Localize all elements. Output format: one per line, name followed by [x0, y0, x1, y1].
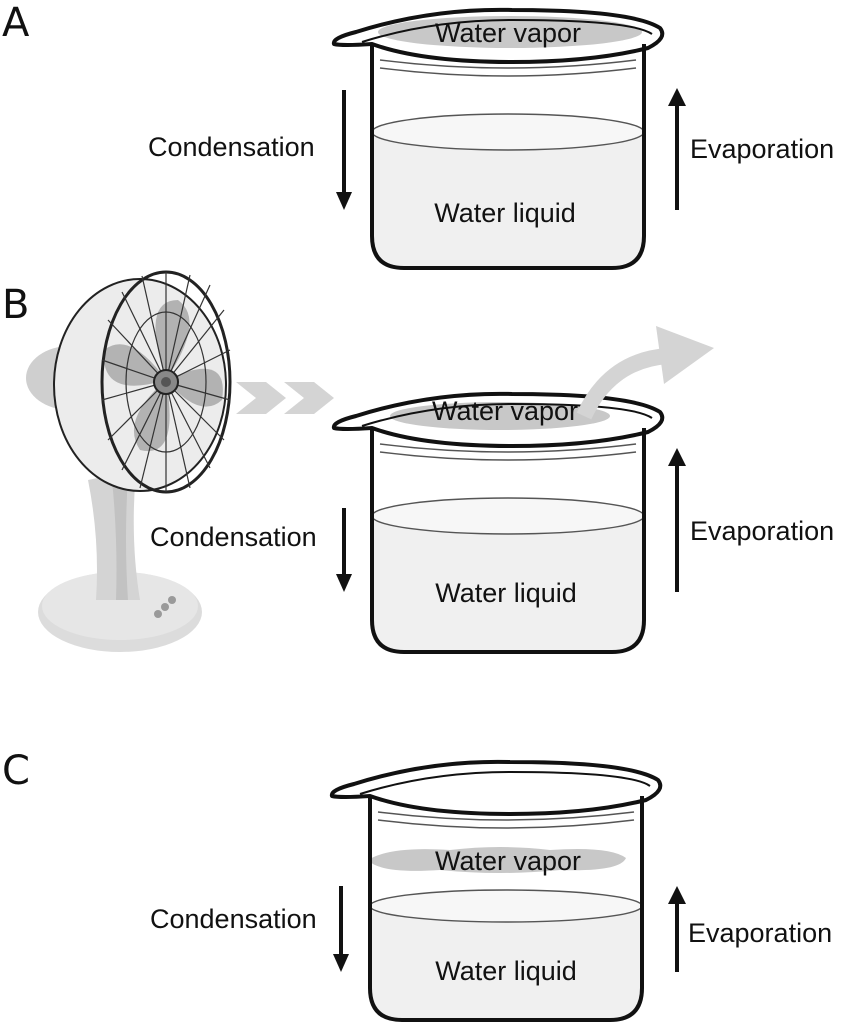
- water-liquid-a: [372, 118, 644, 266]
- condensation-arrow-a: [336, 90, 352, 210]
- condensation-label-a: Condensation: [148, 132, 315, 162]
- water-liquid-c: [370, 890, 642, 1018]
- condensation-arrow-c: [333, 886, 349, 972]
- airflow-chevrons: [236, 382, 334, 414]
- electric-fan-icon: [26, 270, 232, 652]
- condensation-label-b: Condensation: [150, 522, 317, 552]
- liquid-label-a: Water liquid: [434, 198, 576, 228]
- water-vapor-cloud-c: [368, 847, 626, 873]
- vapor-label-b: Water vapor: [432, 396, 578, 426]
- evaporation-label-a: Evaporation: [690, 134, 834, 164]
- evaporation-arrow-c: [668, 886, 686, 972]
- vapor-escape-arrow: [576, 326, 714, 420]
- panel-letter-b: B: [2, 282, 29, 328]
- fan-button-icon: [154, 610, 162, 618]
- panel-letter-a: A: [2, 0, 30, 46]
- beaker-c: [329, 759, 663, 1022]
- liquid-label-c: Water liquid: [435, 956, 577, 986]
- liquid-label-b: Water liquid: [435, 578, 577, 608]
- vapor-label-a: Water vapor: [435, 18, 581, 48]
- condensation-arrow-b: [336, 508, 352, 592]
- beaker-b: [331, 391, 665, 654]
- condensation-label-c: Condensation: [150, 904, 317, 934]
- panel-a: A Water vapor Water liquid Condensation …: [2, 0, 834, 270]
- fan-button-icon: [168, 596, 176, 604]
- vapor-label-c: Water vapor: [435, 846, 581, 876]
- fan-button-icon: [161, 603, 169, 611]
- evaporation-arrow-a: [668, 88, 686, 210]
- evaporation-label-c: Evaporation: [688, 918, 832, 948]
- evaporation-arrow-b: [668, 448, 686, 592]
- water-liquid-b: [372, 502, 644, 650]
- panel-letter-c: C: [2, 748, 30, 794]
- evaporation-label-b: Evaporation: [690, 516, 834, 546]
- panel-b: B: [2, 270, 834, 654]
- panel-c: C Water vapor Water liquid Condensation …: [2, 748, 832, 1022]
- beaker-a: [331, 7, 665, 270]
